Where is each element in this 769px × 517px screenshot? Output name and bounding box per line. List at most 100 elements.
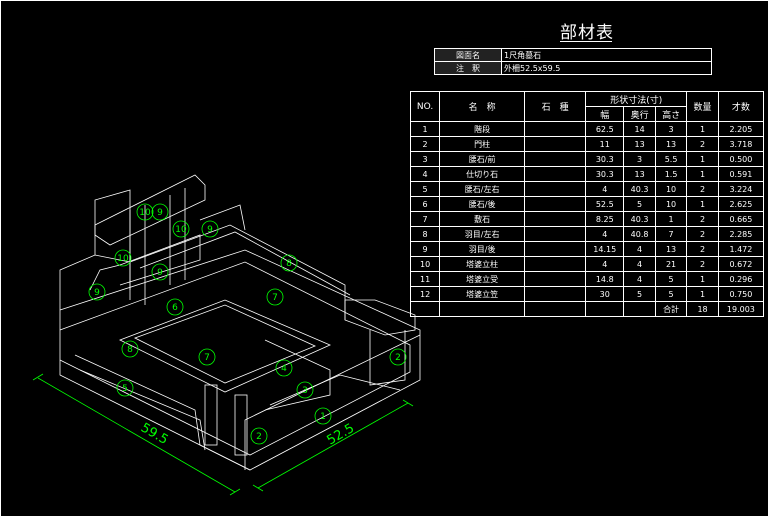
info-row: 図面名 1尺角墓石: [434, 48, 712, 62]
part-stone: [524, 211, 587, 227]
part-qty: 1: [686, 121, 719, 137]
part-stone: [524, 196, 587, 212]
part-name: 門柱: [439, 136, 526, 152]
part-qty: 1: [686, 286, 719, 302]
callout-label: 8: [286, 259, 292, 269]
part-name: 敷石: [439, 211, 526, 227]
part-width: 30.3: [585, 166, 625, 182]
part-height: 7: [654, 226, 688, 242]
part-stone: [524, 226, 587, 242]
part-stone: [524, 271, 587, 287]
part-no: 2: [409, 136, 441, 152]
header-no: NO.: [409, 91, 441, 122]
callout-circle: [280, 254, 298, 272]
part-height: 5.5: [654, 151, 688, 167]
part-no: 3: [409, 151, 441, 167]
callout-label: 9: [94, 288, 100, 298]
callout-label: 2: [256, 432, 262, 442]
part-qty: 2: [686, 181, 719, 197]
part-depth: 5: [623, 286, 656, 302]
part-width: 30: [585, 286, 625, 302]
page-title: 部材表: [560, 23, 614, 43]
part-no: 4: [409, 166, 441, 182]
part-name: 腰石/後: [439, 196, 526, 212]
total-volume: 19.003: [717, 301, 765, 317]
header-depth: 奥行: [623, 106, 656, 122]
part-stone: [524, 181, 587, 197]
part-qty: 2: [686, 256, 719, 272]
part-height: 13: [654, 136, 688, 152]
part-volume: 3.718: [717, 136, 765, 152]
part-volume: 0.591: [717, 166, 765, 182]
header-qty: 数量: [686, 91, 719, 122]
part-name: 仕切り石: [439, 166, 526, 182]
part-height: 13: [654, 241, 688, 257]
callout-circle: [266, 288, 284, 306]
part-volume: 0.665: [717, 211, 765, 227]
part-name: 羽目/後: [439, 241, 526, 257]
callout-label: 10: [175, 225, 187, 235]
callout-circle: [114, 249, 132, 267]
callout-circle: [166, 298, 184, 316]
part-height: 21: [654, 256, 688, 272]
part-stone: [524, 241, 587, 257]
part-volume: 2.285: [717, 226, 765, 242]
part-width: 4: [585, 226, 625, 242]
callout-circle: [250, 427, 268, 445]
callout-circle: [198, 348, 216, 366]
part-name: 塔婆立受: [439, 271, 526, 287]
total-empty: [623, 301, 656, 317]
part-width: 30.3: [585, 151, 625, 167]
part-depth: 40.3: [623, 211, 656, 227]
callout-label: 2: [395, 353, 401, 363]
callout-circle: [296, 381, 314, 399]
callout-circle: [172, 220, 190, 238]
title-underline: [560, 41, 612, 42]
part-qty: 1: [686, 151, 719, 167]
callout-circle: [116, 379, 134, 397]
part-depth: 14: [623, 121, 656, 137]
callout-label: 4: [281, 364, 287, 374]
part-qty: 1: [686, 196, 719, 212]
callout-circle: [275, 359, 293, 377]
part-width: 11: [585, 136, 625, 152]
part-depth: 40.8: [623, 226, 656, 242]
part-width: 52.5: [585, 196, 625, 212]
total-empty: [585, 301, 625, 317]
header-stone: 石 種: [524, 91, 587, 122]
part-qty: 2: [686, 136, 719, 152]
part-width: 8.25: [585, 211, 625, 227]
header-height: 高さ: [654, 106, 688, 122]
callout-circle: [121, 340, 139, 358]
part-volume: 1.472: [717, 241, 765, 257]
part-no: 1: [409, 121, 441, 137]
part-no: 11: [409, 271, 441, 287]
part-depth: 5: [623, 196, 656, 212]
part-name: 塔婆立柱: [439, 256, 526, 272]
part-name: 腰石/前: [439, 151, 526, 167]
part-stone: [524, 166, 587, 182]
part-height: 1.5: [654, 166, 688, 182]
part-depth: 13: [623, 166, 656, 182]
callout-circle: [136, 203, 154, 221]
callout-label: 9: [157, 268, 163, 278]
part-volume: 0.750: [717, 286, 765, 302]
info-value: 1尺角墓石: [501, 48, 712, 62]
part-name: 塔婆立笠: [439, 286, 526, 302]
part-depth: 40.3: [623, 181, 656, 197]
part-stone: [524, 256, 587, 272]
header-name: 名 称: [439, 91, 526, 122]
part-name: 腰石/左右: [439, 181, 526, 197]
